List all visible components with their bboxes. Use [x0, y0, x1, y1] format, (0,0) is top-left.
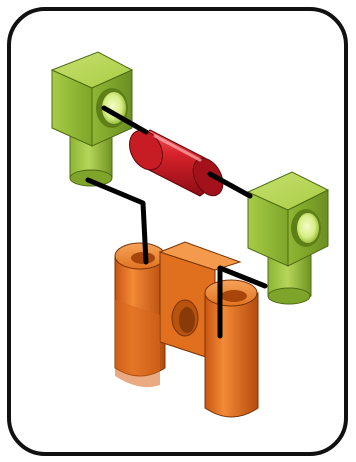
assembly-diagram: [0, 0, 356, 462]
